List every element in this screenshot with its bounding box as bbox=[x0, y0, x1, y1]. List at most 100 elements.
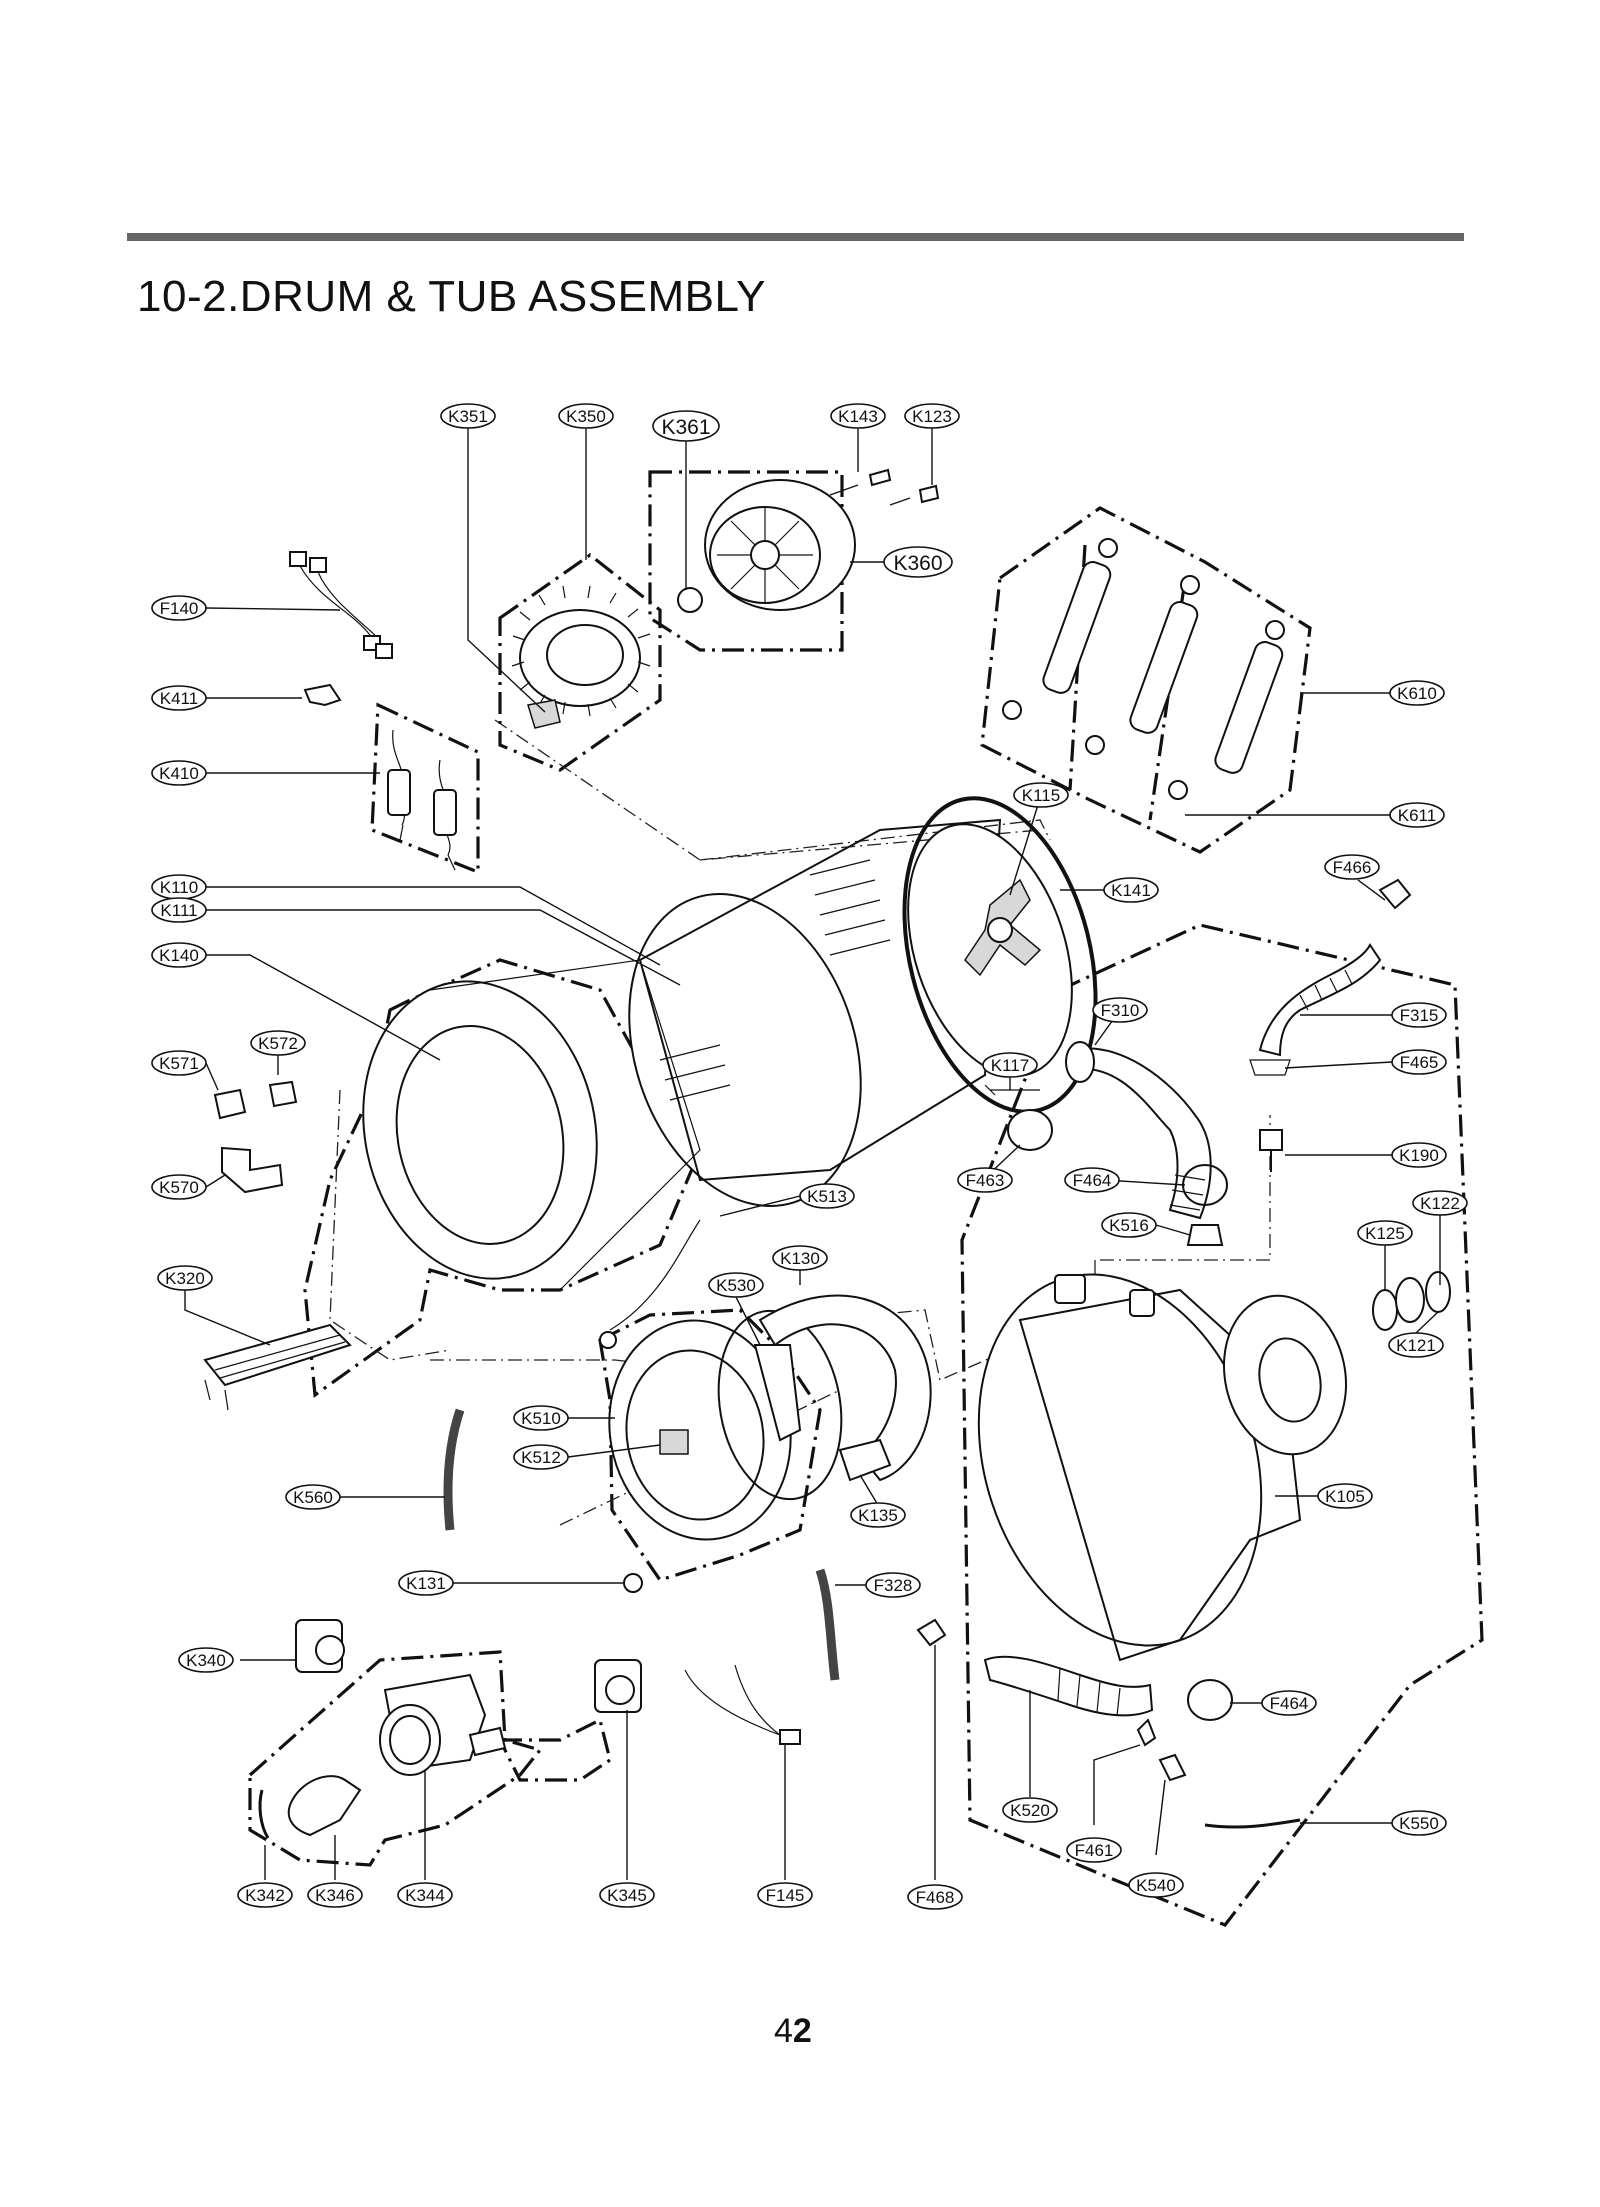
svg-text:F464: F464 bbox=[1073, 1171, 1112, 1190]
callout-K351: K351 bbox=[440, 403, 496, 429]
callout-K361: K361 bbox=[652, 410, 720, 442]
callout-F463: F463 bbox=[957, 1167, 1013, 1193]
group-outline-rotor bbox=[648, 470, 844, 652]
callout-K411: K411 bbox=[151, 685, 207, 711]
svg-text:K115: K115 bbox=[1022, 786, 1060, 805]
page-title: 10-2.DRUM & TUB ASSEMBLY bbox=[137, 272, 767, 321]
valve-k516 bbox=[1186, 1224, 1224, 1246]
valve-f461 bbox=[1136, 1718, 1157, 1747]
svg-text:K140: K140 bbox=[159, 946, 199, 965]
callout-K190: K190 bbox=[1391, 1142, 1447, 1168]
svg-text:K340: K340 bbox=[186, 1651, 226, 1670]
sensor-k513 bbox=[599, 1331, 617, 1349]
wire-harness-f140 bbox=[289, 551, 393, 659]
gasket-k510 bbox=[608, 1309, 843, 1541]
svg-text:K610: K610 bbox=[1397, 684, 1437, 703]
callout-K342: K342 bbox=[237, 1882, 293, 1908]
svg-text:F466: F466 bbox=[1333, 858, 1372, 877]
pump-motor-k345 bbox=[594, 1659, 642, 1713]
hose-f328 bbox=[815, 1568, 840, 1681]
svg-text:K143: K143 bbox=[838, 407, 878, 426]
callout-K516: K516 bbox=[1101, 1212, 1157, 1238]
bearings-k125-k122-k121 bbox=[1372, 1271, 1451, 1331]
sensor-k540 bbox=[1158, 1753, 1187, 1782]
callout-K350: K350 bbox=[558, 403, 614, 429]
callout-K117: K117 bbox=[982, 1052, 1038, 1078]
filter-k346 bbox=[287, 1775, 362, 1837]
callout-K611: K611 bbox=[1389, 802, 1445, 828]
svg-text:F461: F461 bbox=[1075, 1841, 1114, 1860]
svg-text:K550: K550 bbox=[1399, 1814, 1439, 1833]
air-hose-f315 bbox=[1258, 943, 1382, 1057]
callout-K510: K510 bbox=[513, 1405, 569, 1431]
callout-K125: K125 bbox=[1357, 1220, 1413, 1246]
pump-housing-k344 bbox=[379, 1673, 487, 1776]
svg-text:K111: K111 bbox=[160, 901, 197, 920]
svg-text:K346: K346 bbox=[315, 1886, 355, 1905]
elbow-k570 bbox=[221, 1146, 284, 1194]
callout-K572: K572 bbox=[250, 1030, 306, 1056]
rotor-k360 bbox=[704, 479, 856, 611]
group-outline-tub-front bbox=[303, 958, 702, 1398]
page-number: 42 bbox=[774, 2012, 812, 2051]
callout-K135: K135 bbox=[850, 1502, 906, 1528]
svg-text:K344: K344 bbox=[405, 1886, 445, 1905]
callout-F468: F468 bbox=[907, 1884, 963, 1910]
svg-text:K342: K342 bbox=[245, 1886, 285, 1905]
svg-text:F145: F145 bbox=[766, 1886, 805, 1905]
callout-K344: K344 bbox=[397, 1882, 453, 1908]
assembly-axis-1 bbox=[494, 719, 1041, 861]
clip-f466 bbox=[1378, 878, 1412, 910]
callout-K115: K115 bbox=[1013, 782, 1069, 808]
pump-motor-k340 bbox=[295, 1619, 345, 1673]
tub-clamp-k130 bbox=[758, 1294, 932, 1482]
bracket-k512 bbox=[659, 1429, 689, 1455]
callout-F466: F466 bbox=[1324, 854, 1380, 880]
wire-harness-f145 bbox=[684, 1664, 801, 1745]
clip-f468 bbox=[916, 1618, 947, 1647]
clamp-k135 bbox=[838, 1438, 892, 1482]
svg-text:K510: K510 bbox=[521, 1409, 561, 1428]
callout-F140: F140 bbox=[151, 595, 207, 621]
svg-text:K516: K516 bbox=[1109, 1216, 1149, 1235]
callout-K110: K110 bbox=[151, 874, 207, 900]
svg-text:K141: K141 bbox=[1111, 881, 1151, 900]
svg-text:K125: K125 bbox=[1365, 1224, 1405, 1243]
svg-text:K130: K130 bbox=[780, 1249, 820, 1268]
heater-k320 bbox=[203, 1323, 352, 1411]
page-number-bold: 2 bbox=[792, 2012, 812, 2050]
callout-K571: K571 bbox=[151, 1050, 207, 1076]
tub-front-k140 bbox=[362, 959, 701, 1291]
page-number-prefix: 4 bbox=[774, 2012, 793, 2050]
bolts-k143-k123 bbox=[868, 468, 940, 504]
callout-F145: F145 bbox=[757, 1882, 813, 1908]
callout-K122: K122 bbox=[1412, 1190, 1468, 1216]
springs-k410 bbox=[387, 729, 457, 871]
callout-K560: K560 bbox=[285, 1484, 341, 1510]
clamp-f464-bottom bbox=[1187, 1679, 1233, 1721]
svg-text:K512: K512 bbox=[521, 1448, 561, 1467]
callout-K540: K540 bbox=[1128, 1872, 1184, 1898]
svg-text:K571: K571 bbox=[159, 1054, 199, 1073]
svg-text:F468: F468 bbox=[916, 1888, 955, 1907]
group-outline-gasket bbox=[598, 1308, 822, 1582]
svg-text:F310: F310 bbox=[1101, 1001, 1140, 1020]
callout-F328: F328 bbox=[865, 1572, 921, 1598]
callout-F464a: F464 bbox=[1064, 1167, 1120, 1193]
svg-text:K540: K540 bbox=[1136, 1876, 1176, 1895]
callout-K143: K143 bbox=[830, 403, 886, 429]
callout-K123: K123 bbox=[904, 403, 960, 429]
assembly-axis-3 bbox=[329, 1089, 451, 1361]
callout-K520: K520 bbox=[1002, 1797, 1058, 1823]
callout-K530: K530 bbox=[708, 1272, 764, 1298]
callout-K550: K550 bbox=[1391, 1810, 1447, 1836]
callout-K345: K345 bbox=[599, 1882, 655, 1908]
callout-K131: K131 bbox=[398, 1570, 454, 1596]
hose-k560 bbox=[443, 1408, 465, 1531]
callout-K320: K320 bbox=[157, 1265, 213, 1291]
callout-F310: F310 bbox=[1092, 997, 1148, 1023]
svg-text:K410: K410 bbox=[159, 764, 199, 783]
callout-K410: K410 bbox=[151, 760, 207, 786]
svg-text:K121: K121 bbox=[1396, 1336, 1436, 1355]
svg-text:K122: K122 bbox=[1420, 1194, 1460, 1213]
